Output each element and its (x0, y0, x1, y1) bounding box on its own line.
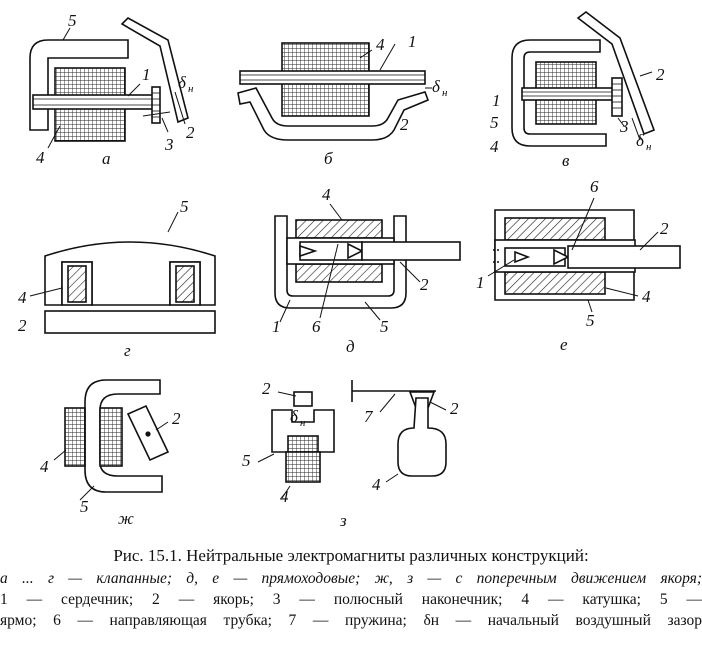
label-g-4: 4 (18, 288, 27, 307)
label-a-delta: δ (178, 73, 187, 92)
label-e-6: 6 (590, 177, 599, 196)
panel-e-drawing (487, 197, 681, 313)
label-e-2: 2 (660, 219, 669, 238)
label-zh-2: 2 (172, 409, 181, 428)
panel-spring-drawing (351, 380, 447, 483)
panel-label-z: з (339, 511, 347, 530)
panel-label-v: в (562, 151, 570, 170)
label-v-5: 5 (490, 113, 499, 132)
panel-a-drawing (29, 17, 189, 149)
label-e-4: 4 (642, 287, 651, 306)
figure-number-labels: 5 1 3 2 4 δ н 4 1 δ н 2 2 1 5 4 3 δ н 5 … (18, 11, 669, 516)
label-z-4: 4 (280, 487, 289, 506)
panel-v-drawing (511, 10, 656, 147)
label-g-5: 5 (180, 197, 189, 216)
label-zh-5: 5 (80, 497, 89, 516)
label-v-delta-sub: н (646, 141, 652, 153)
label-zh-4: 4 (40, 457, 49, 476)
label-b-2: 2 (400, 115, 409, 134)
panel-label-a: а (102, 149, 111, 168)
label-b-4: 4 (376, 35, 385, 54)
panel-label-d: д (346, 337, 355, 356)
panel-d-drawing (274, 203, 461, 323)
caption-line-2: 1 — сердечник; 2 — якорь; 3 — полюсный н… (0, 591, 702, 608)
figure-drawings: 5 1 3 2 4 δ н 4 1 δ н 2 2 1 5 4 3 δ н 5 … (18, 10, 681, 530)
label-v-delta: δ (636, 131, 645, 150)
label-b-delta: δ (432, 77, 441, 96)
label-v-1: 1 (492, 91, 501, 110)
panel-b-drawing (237, 42, 432, 141)
label-v-4: 4 (490, 137, 499, 156)
label-b-1: 1 (408, 32, 417, 51)
caption-line-1: а ... г — клапанные; д, е — прямоходовые… (0, 570, 702, 587)
label-z-5: 5 (242, 451, 251, 470)
label-a-delta-sub: н (188, 83, 194, 95)
panel-zh-drawing (53, 379, 170, 501)
panel-label-zh: ж (118, 509, 134, 528)
label-v-3: 3 (619, 117, 629, 136)
label-z-delta: δ (290, 407, 299, 426)
label-z-delta-sub: н (300, 417, 306, 429)
panel-letters: а б в г д е ж з (102, 149, 570, 530)
label-a-3: 3 (164, 135, 174, 154)
label-b-delta-sub: н (442, 87, 448, 99)
label-a-1: 1 (142, 65, 151, 84)
label-spring-4: 4 (372, 475, 381, 494)
panel-label-e: е (560, 335, 568, 354)
caption-title: Рис. 15.1. Нейтральные электромагниты ра… (113, 546, 589, 565)
label-d-2: 2 (420, 275, 429, 294)
label-d-1: 1 (272, 317, 281, 336)
label-a-5: 5 (68, 11, 77, 30)
panel-label-g: г (124, 341, 131, 360)
panel-label-b: б (324, 149, 333, 168)
label-d-6: 6 (312, 317, 321, 336)
panel-z-drawing (257, 391, 335, 499)
label-e-5: 5 (586, 311, 595, 330)
label-d-5: 5 (380, 317, 389, 336)
label-a-2: 2 (186, 123, 195, 142)
label-spring-7: 7 (364, 407, 374, 426)
label-e-1: 1 (476, 273, 485, 292)
panel-g-drawing (29, 211, 216, 334)
label-a-4: 4 (36, 148, 45, 167)
label-d-4: 4 (322, 185, 331, 204)
label-g-2: 2 (18, 316, 27, 335)
label-v-2: 2 (656, 65, 665, 84)
label-z-2: 2 (262, 379, 271, 398)
caption-line-3: ярмо; 6 — направляющая трубка; 7 — пружи… (0, 612, 702, 629)
label-spring-2: 2 (450, 399, 459, 418)
